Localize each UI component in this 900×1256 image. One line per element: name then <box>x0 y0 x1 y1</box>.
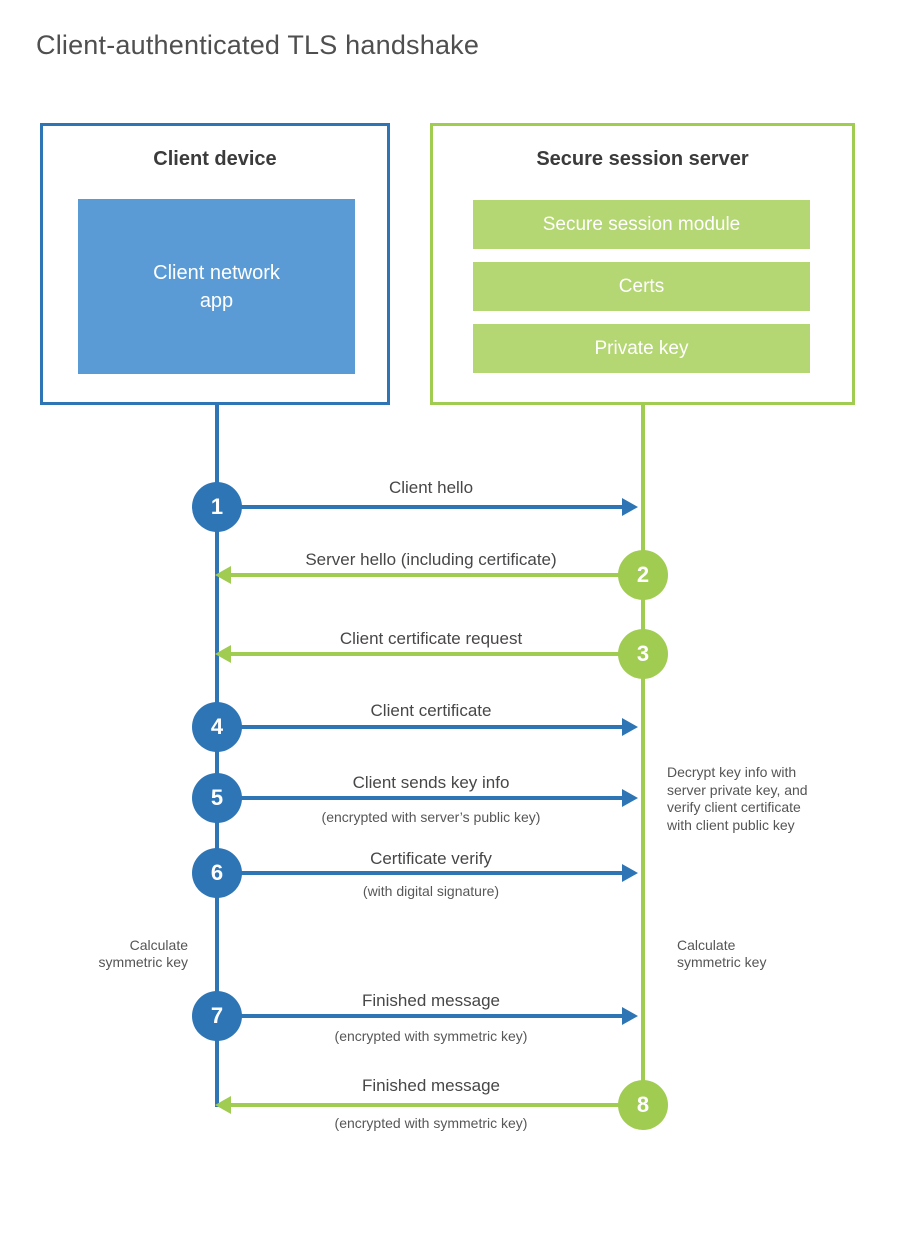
step-7-arrow-client-to-server <box>219 1007 638 1025</box>
step-1-label: Client hello <box>388 478 474 497</box>
step-8-arrow-server-to-client <box>215 1096 643 1114</box>
diagram-title: Client-authenticated TLS handshake <box>36 30 480 60</box>
step-5-label: Client sends key info <box>352 773 510 792</box>
step-3-label: Client certificate request <box>339 629 523 648</box>
step-4-arrow-client-to-server <box>219 718 638 736</box>
server-module-private-key: Private key <box>473 324 810 373</box>
step-4-label: Client certificate <box>370 701 492 720</box>
step-7-label: Finished message <box>362 991 500 1010</box>
step-2-badge: 2 <box>618 550 668 600</box>
step-5-sublabel: (encrypted with server’s public key) <box>321 809 541 825</box>
step-3-arrow-server-to-client <box>215 645 643 663</box>
step-6-arrow-client-to-server <box>219 864 638 882</box>
step-6-label: Certificate verify <box>370 849 492 868</box>
step-5-badge: 5 <box>192 773 242 823</box>
step-7-sublabel: (encrypted with symmetric key) <box>334 1028 528 1044</box>
step-2-label: Server hello (including certificate) <box>305 550 557 569</box>
step-8-sublabel: (encrypted with symmetric key) <box>334 1115 528 1131</box>
server-lifeline <box>641 404 645 1105</box>
client-lifeline <box>215 404 219 1107</box>
step-7-badge: 7 <box>192 991 242 1041</box>
step-2-arrow-server-to-client <box>215 566 643 584</box>
client-device-heading: Client device <box>153 148 277 170</box>
server-module-certs: Certs <box>473 262 810 311</box>
client-network-app-block: Client network app <box>78 199 355 374</box>
step-3-badge: 3 <box>618 629 668 679</box>
step-6-badge: 6 <box>192 848 242 898</box>
step-4-badge: 4 <box>192 702 242 752</box>
server-module-secure-session-module: Secure session module <box>473 200 810 249</box>
step-1-arrow-client-to-server <box>219 498 638 516</box>
step-8-label: Finished message <box>362 1076 500 1095</box>
calculate-symmetric-key-server-note: Calculate symmetric key <box>677 937 767 970</box>
calculate-symmetric-key-client-note: Calculate symmetric key <box>98 937 188 970</box>
step-1-badge: 1 <box>192 482 242 532</box>
step-8-badge: 8 <box>618 1080 668 1130</box>
step-6-sublabel: (with digital signature) <box>362 883 500 899</box>
decrypt-key-info-note: Decrypt key info with server private key… <box>667 764 808 833</box>
step-5-arrow-client-to-server <box>219 789 638 807</box>
secure-session-server-heading: Secure session server <box>536 148 749 170</box>
